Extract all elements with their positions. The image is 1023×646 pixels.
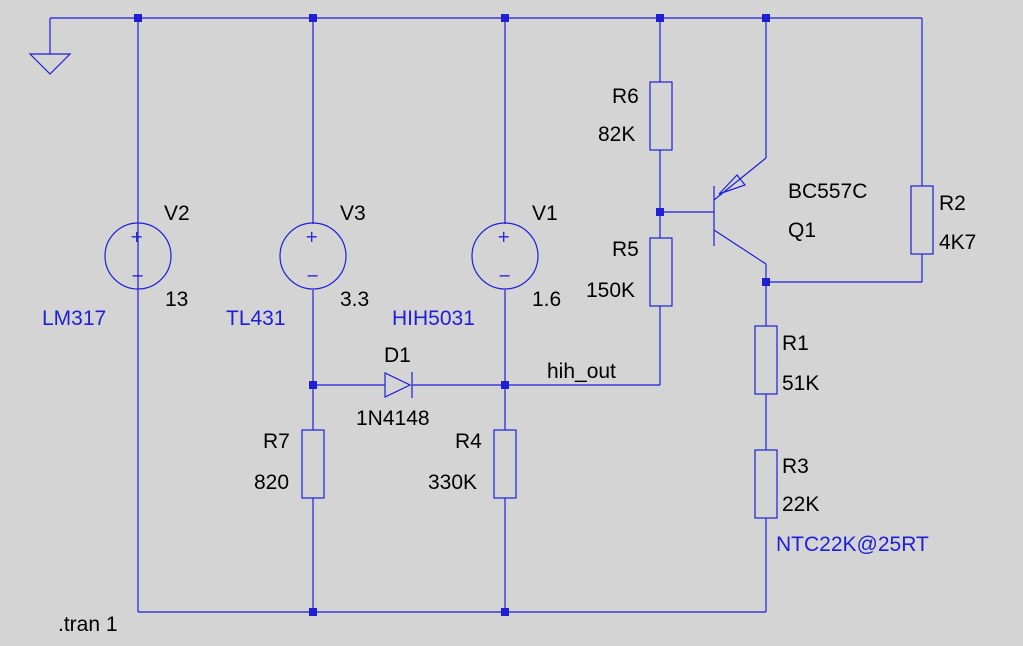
label-r6-value: 82K	[598, 123, 635, 146]
junction	[309, 14, 317, 22]
label-r6-name: R6	[612, 85, 639, 108]
transistor-q1[interactable]	[713, 157, 767, 265]
diode-d1[interactable]	[384, 372, 413, 398]
label-v2-value: 13	[165, 288, 188, 311]
label-r3-value: 22K	[782, 493, 819, 516]
junction	[656, 14, 664, 22]
label-r4-name: R4	[455, 430, 482, 453]
resistor-r6[interactable]	[649, 81, 673, 151]
label-r2-name: R2	[939, 192, 966, 215]
resistor-r2[interactable]	[910, 185, 934, 255]
label-d1-name: D1	[384, 344, 411, 367]
label-v1-name: V1	[532, 202, 558, 225]
resistor-r7[interactable]	[301, 429, 325, 499]
label-r7-name: R7	[263, 430, 290, 453]
plus-sign: +	[130, 227, 143, 246]
minus-sign: −	[306, 266, 319, 285]
label-q1-model: BC557C	[788, 180, 867, 203]
label-v3-value: 3.3	[340, 288, 369, 311]
label-v3-model: TL431	[226, 307, 286, 330]
junction	[501, 381, 509, 389]
resistor-r4[interactable]	[493, 429, 517, 499]
junction	[762, 278, 770, 286]
label-r1-value: 51K	[782, 372, 819, 395]
junction	[309, 608, 317, 616]
voltage-source-v1[interactable]: + −	[471, 222, 539, 290]
plus-sign: +	[497, 227, 510, 246]
junction	[762, 14, 770, 22]
resistor-r5[interactable]	[649, 237, 673, 307]
plus-sign: +	[305, 227, 318, 246]
junctions	[134, 14, 770, 616]
label-r3-name: R3	[782, 455, 809, 478]
wires	[50, 17, 923, 613]
junction	[309, 381, 317, 389]
voltage-source-v2[interactable]: + −	[104, 222, 172, 290]
label-r5-name: R5	[612, 238, 639, 261]
voltage-source-v3[interactable]: + −	[279, 222, 347, 290]
net-label-hih-out: hih_out	[547, 360, 616, 383]
label-v2-model: LM317	[42, 307, 106, 330]
label-v3-name: V3	[340, 202, 366, 225]
label-r7-value: 820	[254, 471, 289, 494]
resistor-r1[interactable]	[754, 325, 778, 395]
spice-directive[interactable]: .tran 1	[58, 613, 118, 636]
label-v1-value: 1.6	[532, 288, 561, 311]
label-q1-name: Q1	[788, 219, 816, 242]
label-r1-name: R1	[782, 332, 809, 355]
label-r5-value: 150K	[586, 279, 635, 302]
junction	[134, 14, 142, 22]
label-r2-value: 4K7	[939, 231, 976, 254]
label-d1-value: 1N4148	[356, 407, 430, 430]
label-r3-note: NTC22K@25RT	[776, 533, 929, 556]
label-v2-name: V2	[164, 202, 190, 225]
resistor-r3[interactable]	[754, 449, 778, 519]
junction	[656, 208, 664, 216]
junction	[501, 608, 509, 616]
junction	[501, 14, 509, 22]
label-v1-model: HIH5031	[392, 307, 475, 330]
ground-symbol[interactable]	[28, 18, 72, 75]
minus-sign: −	[131, 266, 144, 285]
label-r4-value: 330K	[428, 471, 477, 494]
minus-sign: −	[498, 266, 511, 285]
